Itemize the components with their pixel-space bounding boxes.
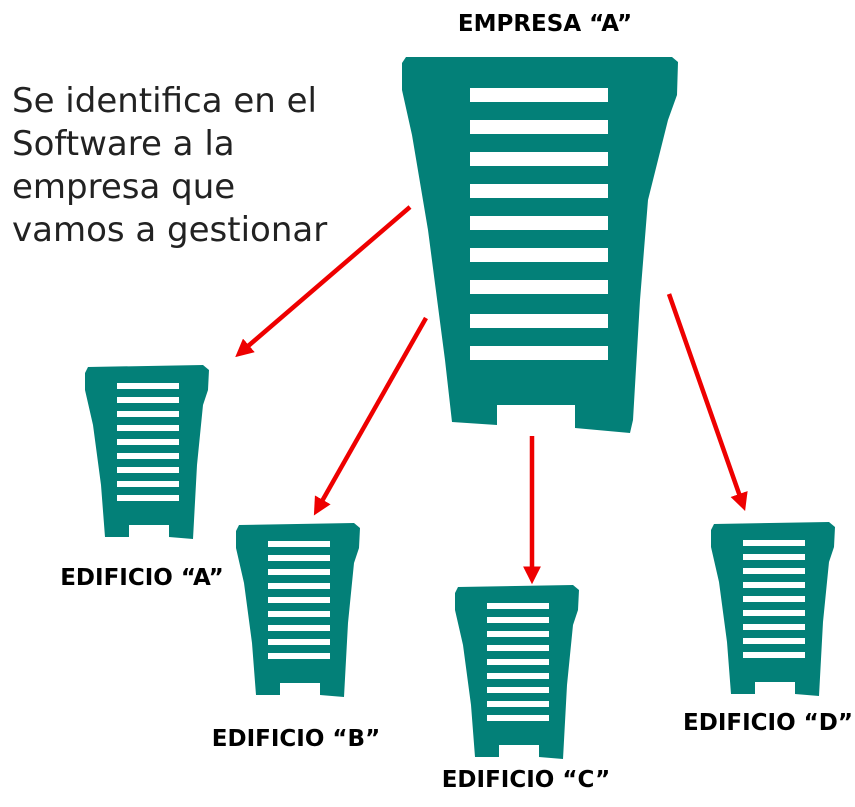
building-a-icon [85, 365, 209, 539]
building-c-label: EDIFICIO “C” [442, 767, 611, 793]
arrow-to-building-b [313, 316, 428, 516]
arrow-to-building-a [235, 205, 412, 358]
building-b-icon [236, 523, 360, 697]
building-a-body [85, 365, 209, 539]
company-building-windows [470, 88, 608, 360]
description-line-3: empresa que [12, 167, 235, 207]
company-building-body [402, 57, 678, 433]
arrow-to-building-d [666, 293, 748, 511]
company-label: EMPRESA “A” [458, 11, 632, 37]
arrows [235, 205, 748, 585]
building-a-label: EDIFICIO “A” [60, 565, 224, 591]
description-text: Se identifica en el Software a la empres… [12, 81, 327, 250]
company-building-icon [402, 57, 678, 433]
building-d-icon [711, 522, 835, 696]
building-b-label: EDIFICIO “B” [212, 726, 380, 752]
building-d-body [711, 522, 835, 696]
building-d-label: EDIFICIO “D” [683, 710, 853, 736]
building-c-body [455, 585, 579, 759]
description-line-2: Software a la [12, 124, 235, 164]
building-c-icon [455, 585, 579, 759]
description-line-1: Se identifica en el [12, 81, 317, 121]
description-line-4: vamos a gestionar [12, 210, 327, 250]
building-b-body [236, 523, 360, 697]
